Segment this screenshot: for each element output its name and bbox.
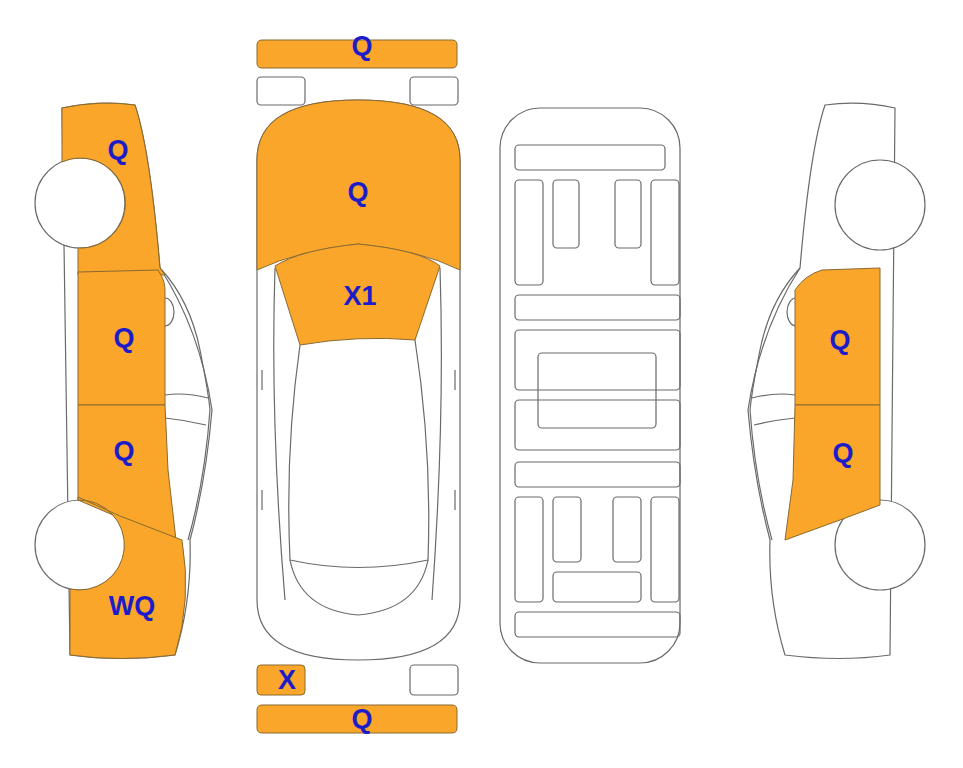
damage-code: Q: [832, 440, 853, 467]
car-panel: X: [255, 663, 307, 697]
panel-fill: [70, 497, 186, 659]
panel-fill: [275, 244, 440, 345]
damage-code: X: [278, 667, 296, 694]
damage-code: Q: [829, 327, 850, 354]
panel-fill: [78, 270, 165, 405]
damage-code: Q: [113, 325, 134, 352]
car-panel: Q: [255, 703, 459, 735]
panel-shape: [783, 403, 883, 543]
panel-shape: [68, 494, 193, 662]
damage-code: Q: [351, 706, 372, 733]
damage-code: Q: [113, 438, 134, 465]
panel-fill: [257, 705, 457, 733]
car-panel: Q: [255, 38, 459, 70]
car-panel: Q: [60, 98, 168, 278]
damage-code: Q: [107, 137, 128, 164]
panel-fill: [62, 103, 165, 275]
damage-code: WQ: [109, 593, 156, 620]
car-panel: Q: [783, 266, 883, 408]
damage-code: Q: [351, 33, 372, 60]
car-panel: Q: [76, 268, 168, 408]
car-panel: X1: [273, 240, 443, 348]
damage-code: X1: [343, 283, 376, 310]
panel-fill: [785, 405, 880, 540]
panel-shape: [60, 98, 168, 278]
car-panel: WQ: [68, 494, 193, 662]
damage-code: Q: [347, 179, 368, 206]
panel-fill: [795, 268, 880, 405]
car-panel: Q: [783, 403, 883, 543]
panel-fill: [257, 665, 305, 695]
